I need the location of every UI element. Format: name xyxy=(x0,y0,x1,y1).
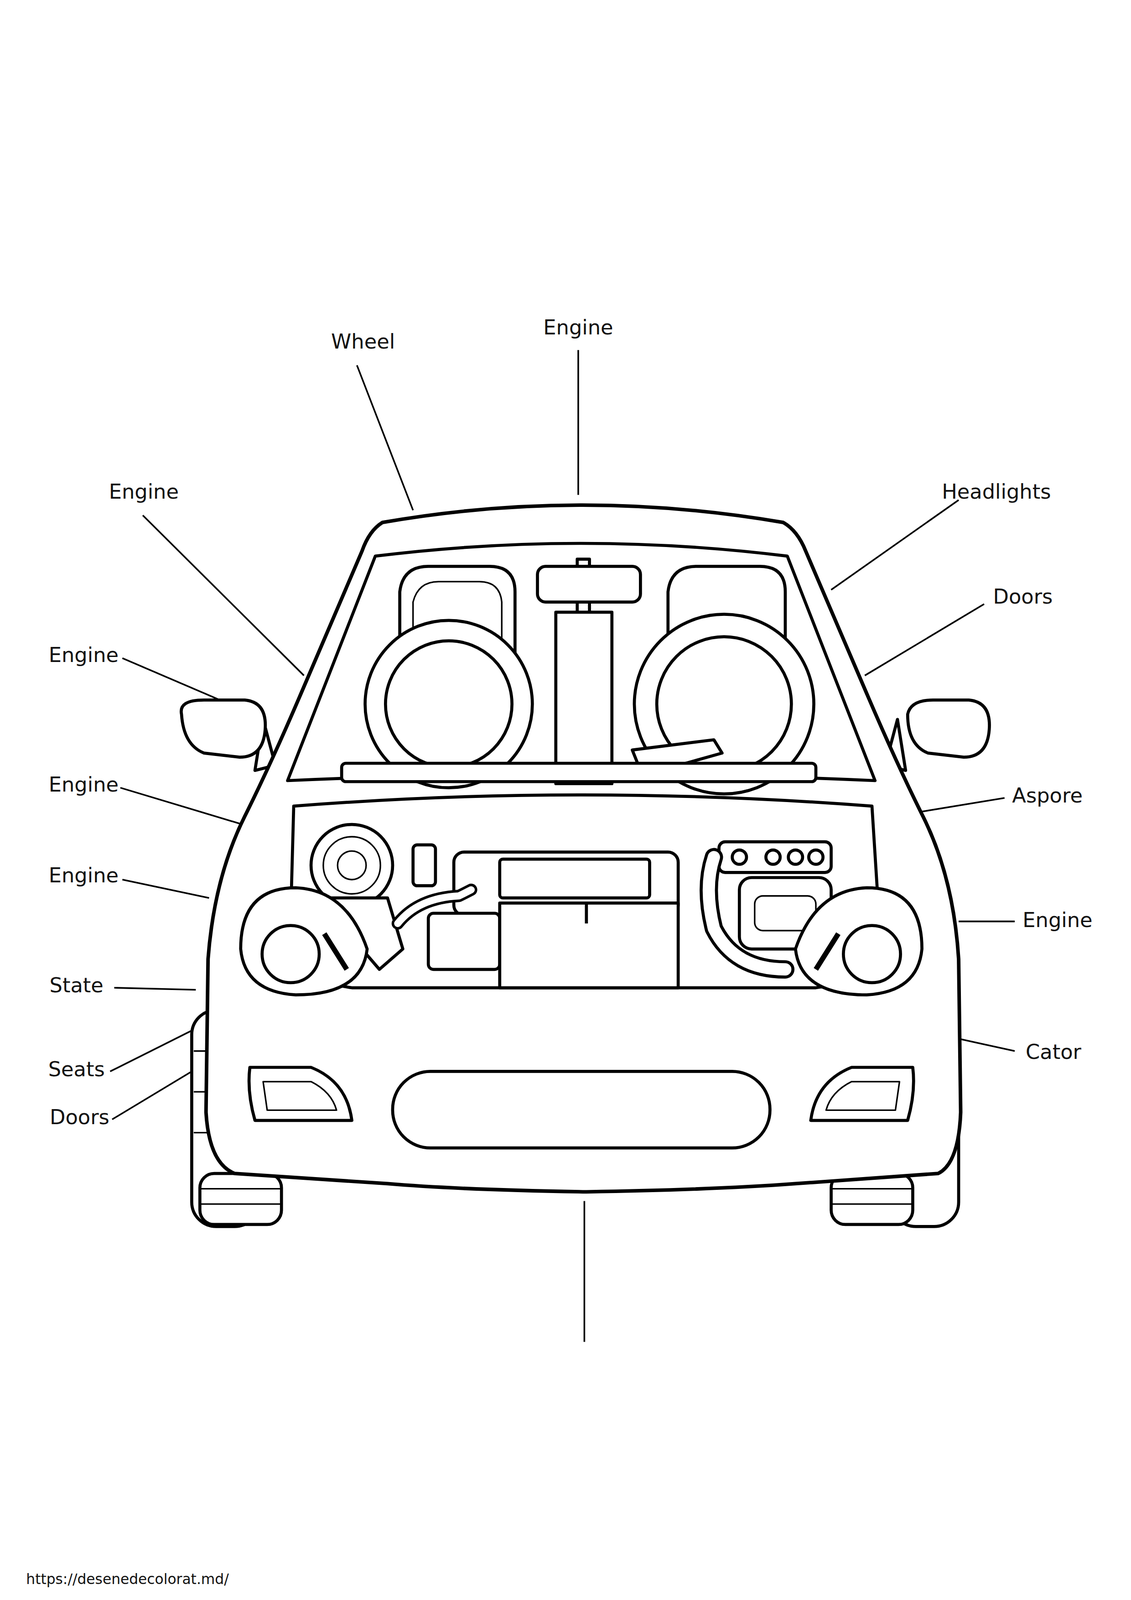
leader-lines xyxy=(110,349,1016,1342)
car-body xyxy=(206,504,961,1192)
grille-and-fog-lights xyxy=(249,1066,914,1148)
part-label: Doors xyxy=(993,586,1054,608)
part-label: Engine xyxy=(108,481,179,503)
part-label: Engine xyxy=(1022,909,1093,931)
cabin xyxy=(287,543,876,794)
part-label: Engine xyxy=(543,316,613,338)
part-label: Engine xyxy=(48,773,119,795)
part-label: Aspore xyxy=(1011,785,1083,806)
part-label: Cator xyxy=(1025,1041,1082,1062)
part-label: Doors xyxy=(49,1106,110,1127)
part-label: Engine xyxy=(48,864,119,886)
watermark: https://desenedecolorat.md/ xyxy=(25,1571,229,1586)
part-label: Wheel xyxy=(331,331,395,353)
part-label: Headlights xyxy=(941,481,1051,503)
engine-bay xyxy=(290,794,879,988)
part-label: Seats xyxy=(48,1058,105,1080)
part-label: State xyxy=(49,975,104,996)
part-label: Engine xyxy=(48,644,119,665)
headlights xyxy=(240,887,923,995)
